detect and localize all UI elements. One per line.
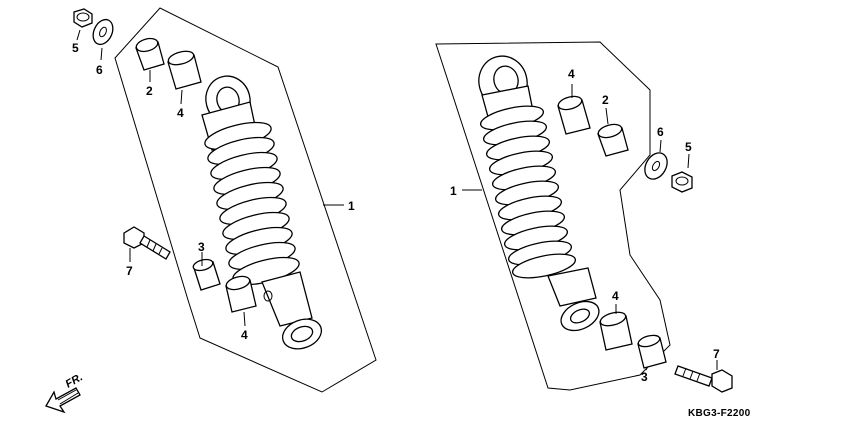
left-callout-2: 2 xyxy=(146,84,153,98)
left-washer xyxy=(92,18,114,46)
left-bushing-lower xyxy=(225,275,257,313)
right-collar-upper xyxy=(597,123,629,157)
left-callout-6: 6 xyxy=(96,63,103,77)
right-spring xyxy=(479,105,577,279)
left-spring xyxy=(204,121,300,286)
right-mounting-bolt xyxy=(674,365,733,393)
drawing-code: KBG3-F2200 xyxy=(688,408,751,419)
left-shock-assembly: 5 6 2 4 1 7 3 4 xyxy=(72,7,377,393)
right-bushing-upper xyxy=(557,95,591,135)
front-label: FR. xyxy=(64,371,85,390)
right-callout-2: 2 xyxy=(602,93,609,107)
front-arrow-icon xyxy=(45,387,81,414)
left-callout-1: 1 xyxy=(348,199,355,213)
right-callout-3: 3 xyxy=(641,370,648,384)
right-callout-4-upper: 4 xyxy=(568,67,575,81)
left-callout-3: 3 xyxy=(198,240,205,254)
left-assembly-boundary xyxy=(114,7,377,393)
right-bushing-lower xyxy=(599,311,633,351)
right-callout-1: 1 xyxy=(450,184,457,198)
right-flange-nut xyxy=(671,171,693,193)
right-callout-5: 5 xyxy=(685,140,692,154)
left-callout-7: 7 xyxy=(126,264,133,278)
left-bushing-upper xyxy=(167,50,202,90)
left-collar-lower xyxy=(192,258,221,291)
right-callout-4-lower: 4 xyxy=(612,289,619,303)
left-shock-absorber xyxy=(201,75,323,350)
left-callout-4-lower: 4 xyxy=(241,328,248,342)
left-collar-upper xyxy=(135,37,165,71)
left-callout-4-upper: 4 xyxy=(177,106,184,120)
left-callout-5: 5 xyxy=(72,41,79,55)
right-washer xyxy=(644,152,668,180)
right-callout-7: 7 xyxy=(713,347,720,361)
right-shock-absorber xyxy=(478,55,600,332)
right-shock-assembly: 4 2 6 5 1 4 7 3 xyxy=(435,41,733,393)
front-direction-indicator: FR. xyxy=(45,371,85,414)
left-mounting-bolt xyxy=(123,226,171,260)
right-assembly-boundary xyxy=(435,41,671,391)
right-callout-6: 6 xyxy=(657,125,664,139)
left-flange-nut xyxy=(73,8,93,28)
right-collar-lower xyxy=(637,334,667,369)
